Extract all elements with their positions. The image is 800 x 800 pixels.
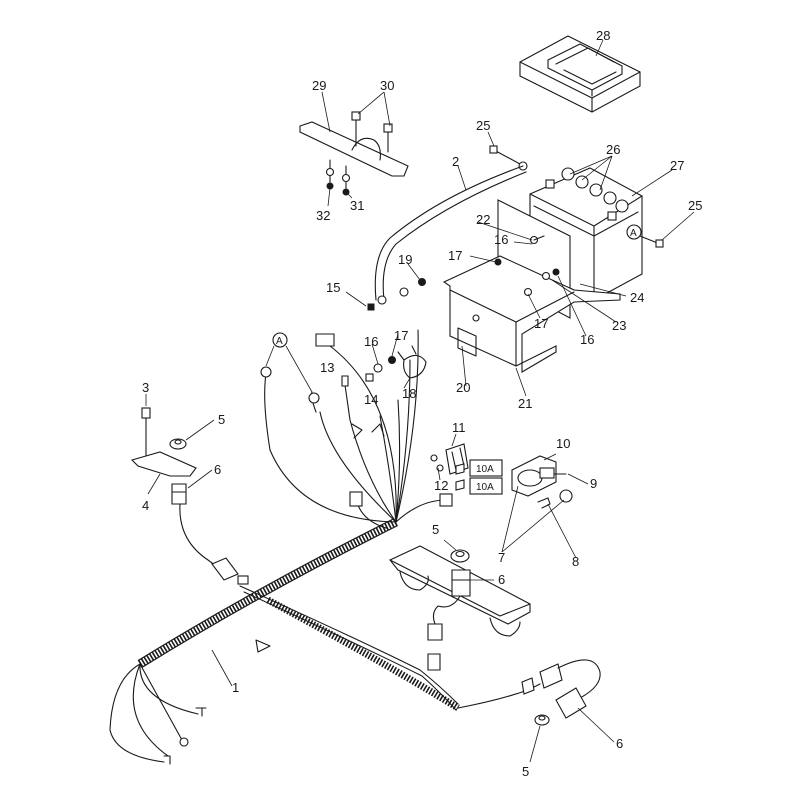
callout-3: 3: [142, 380, 149, 395]
relay-7-10: [501, 453, 589, 559]
callout-20: 20: [456, 380, 470, 395]
callout-2: 2: [452, 154, 459, 169]
ref-label-a-1: A: [276, 336, 283, 347]
callout-24: 24: [630, 290, 644, 305]
fuse-labels: 10A 10A: [476, 464, 494, 493]
callout-8: 8: [572, 554, 579, 569]
callout-6-a: 6: [214, 462, 221, 477]
callout-25-b: 25: [688, 198, 702, 213]
callout-21: 21: [518, 396, 532, 411]
callout-17-a: 17: [394, 328, 408, 343]
fuse-label-2: 10A: [476, 482, 494, 493]
ref-circle-a-2: [626, 224, 642, 240]
callout-25-a: 25: [476, 118, 490, 133]
callout-27: 27: [670, 158, 684, 173]
fuse-label-1: 10A: [476, 464, 494, 475]
reference-marks: A A: [265, 224, 642, 393]
callout-1: 1: [232, 680, 239, 695]
callout-19: 19: [398, 252, 412, 267]
callout-18: 18: [402, 386, 416, 401]
bracket-4-switch-6: [130, 394, 249, 585]
callout-23: 23: [612, 318, 626, 333]
callout-26: 26: [606, 142, 620, 157]
callout-10: 10: [556, 436, 570, 451]
callout-7: 7: [498, 550, 505, 565]
cable-2: [374, 165, 527, 301]
callout-labels: 1 2 3 4 5 5 5 6 6 6 7 8 9 10 11 12 13 14…: [142, 28, 702, 779]
wire-harness-1: [109, 329, 460, 765]
callout-22: 22: [476, 212, 490, 227]
fuse-holder-11-12: [430, 433, 503, 495]
battery-cover-28: [519, 35, 641, 113]
callout-31: 31: [350, 198, 364, 213]
callout-6-b: 6: [498, 572, 505, 587]
hardware-15-19: [345, 263, 427, 389]
callout-16-c: 16: [580, 332, 594, 347]
callout-5-a: 5: [218, 412, 225, 427]
callout-13: 13: [320, 360, 334, 375]
callout-28: 28: [596, 28, 610, 43]
callout-16-b: 16: [494, 232, 508, 247]
ref-label-a-2: A: [630, 228, 637, 239]
bracket-switch-center: [389, 539, 531, 671]
callout-16-a: 16: [364, 334, 378, 349]
nuts-16-17: [469, 241, 627, 337]
callout-14: 14: [364, 392, 378, 407]
callout-9: 9: [590, 476, 597, 491]
callout-11: 11: [452, 420, 466, 435]
callout-15: 15: [326, 280, 340, 295]
bracket-29: [299, 91, 409, 207]
callout-17-b: 17: [448, 248, 462, 263]
tray-21: [442, 255, 621, 397]
callout-12: 12: [434, 478, 448, 493]
callout-30: 30: [380, 78, 394, 93]
callout-29: 29: [312, 78, 326, 93]
ref-circle-a-1: [272, 332, 288, 348]
callout-17-c: 17: [534, 316, 548, 331]
callout-32: 32: [316, 208, 330, 223]
callout-5-c: 5: [522, 764, 529, 779]
callout-4: 4: [142, 498, 149, 513]
switch-6-lower: [457, 659, 615, 763]
callout-6-c: 6: [616, 736, 623, 751]
callout-5-b: 5: [432, 522, 439, 537]
